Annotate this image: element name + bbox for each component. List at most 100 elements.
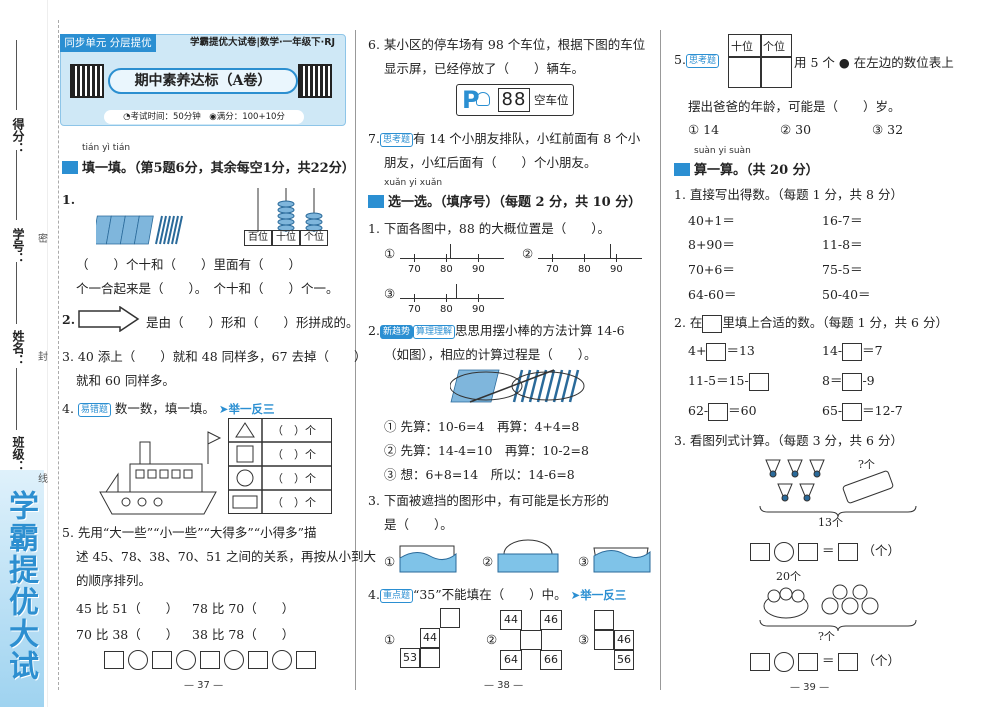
grid3-cell-46: 46 [614,630,634,650]
p2-q4-practice-link[interactable]: ➤举一反三 [570,588,627,602]
think-tag: 思考题 [685,54,719,68]
answer-circle[interactable] [773,651,794,672]
place-value-divider [760,34,762,88]
numberline-option-3: ③ [384,286,396,301]
tick-label: 70 [408,304,421,315]
position-marker [456,284,457,298]
section-icon [368,195,384,208]
section1-title: 填一填。（第5题6分，其余每空1分，共22分） [82,161,355,176]
number-line-1: 70 80 90 [400,244,504,275]
equals-sign: ＝ [821,543,835,558]
grid2-cell-44: 44 [500,610,522,630]
pic2-total-label: 20个 [776,570,801,583]
shape-count-grid [228,418,332,514]
parking-digits: 88 [498,88,530,112]
p2-s2-q2-number: 2. [368,323,380,338]
grid1-cell-blank [440,608,460,628]
p2-s2-q2-line2: （如图），相应的计算过程是（ ）。 [384,347,597,362]
grid3-cell-blank [594,610,614,630]
tick-label: 70 [546,264,559,275]
page-number-38: — 38 — [484,680,524,691]
fill-eq-2: 14-＝7 [822,340,883,361]
score-line [16,40,17,110]
answer-box[interactable] [838,652,859,671]
tens-place-label: 十位 [731,40,753,53]
answer-box[interactable] [838,542,859,561]
page-number-39: — 39 — [790,682,830,693]
p2-s2-q2-line1: 2.新趋势算理理解思思用摆小棒的方法计算 14-6 [368,320,625,339]
abacus-ones-label: 个位 [300,230,328,246]
name-line [16,262,17,324]
class-line [16,368,17,430]
p1-q1-line1: （ ）个十和（ ）里面有（ ） [76,257,302,272]
calc-7: 64-60＝ [688,287,737,302]
p3-q5-opt3: ③ 32 [872,122,904,137]
answer-circle[interactable] [271,650,292,670]
trend-tag: 新趋势 [379,325,413,339]
p2-q7-number: 7. [368,131,380,146]
p2-s2-q1: 1. 下面各图中，88 的大概位置是（ ）。 [368,221,611,236]
tick-label: 80 [440,304,453,315]
qr-code-left [70,64,104,98]
parking-display [456,84,574,116]
fill-eq-3: 11-5＝15- [688,370,769,391]
pic1-question-label: ?个 [858,458,875,471]
p1-q4-number: 4. [62,401,74,416]
answer-circle[interactable] [127,650,148,670]
p2-s2-q4-heading: 4.重点题“35”不能填在（ ）中。 ➤举一反三 [368,584,626,603]
apples-image [763,584,879,619]
place-value-divider [728,56,792,58]
qr-code-right [298,64,332,98]
answer-box[interactable] [151,651,172,669]
fill-box-sample [702,314,723,333]
grid-option-3: ③ [578,632,590,647]
fill-eq-part: 14- [822,343,843,358]
answer-box[interactable] [797,542,818,561]
p2-s2-q4-text: “35”不能填在（ ）中。 [412,587,567,602]
p1-q5-line1: 5. 先用“大一些”“小一些”“大得多”“小得多”描 [62,525,317,540]
p2-s2-q3-line2: 是（ ）。 [384,517,453,532]
p1-q2-text: 是由（ ）形和（ ）形拼成的。 [146,315,359,330]
calc-2: 16-7＝ [822,213,863,228]
numberline-option-2: ② [522,246,534,261]
answer-circle[interactable] [773,541,794,562]
answer-circle[interactable] [175,650,196,670]
number-line-2: 70 80 90 [538,244,642,275]
fill-eq-part: 4+ [688,343,707,358]
p3-s3-q3: 3. 看图列式计算。（每题 3 分，共 6 分） [674,433,903,448]
fill-box[interactable] [706,342,727,361]
answer-box[interactable] [750,652,770,671]
fill-box[interactable] [842,342,863,361]
fill-eq-6: 65-＝12-7 [822,400,903,421]
answer-circle[interactable] [223,650,244,670]
answer-box[interactable] [295,651,316,669]
fill-box[interactable] [842,402,863,421]
answer-box[interactable] [199,651,220,669]
answer-box[interactable] [797,652,818,671]
p1-q4-practice-link[interactable]: ➤举一反三 [218,402,275,416]
section3-pinyin: suàn yi suàn [694,146,751,156]
position-marker [450,244,451,258]
fill-box[interactable] [748,372,769,391]
compare-1: 45 比 51（ ） [76,601,179,616]
p3-q5-opt1: ① 14 [688,122,720,137]
fill-box[interactable] [708,402,729,421]
paper-meta: 学霸提优大试卷|数学·一年级下·RJ [190,37,336,48]
car-icon [476,92,490,106]
answer-box[interactable] [104,651,124,669]
seal-char-3: 线 [38,474,48,485]
brace-1 [759,505,917,518]
answer-box[interactable] [750,542,770,561]
tick-label: 90 [610,264,623,275]
shape-boat-image [99,431,222,515]
p1-q5-line3: 的顺序排列。 [76,573,152,588]
numberline-option-1: ① [384,246,396,261]
fill-box[interactable] [842,372,863,391]
tick-label: 90 [472,264,485,275]
compare-2: 78 比 70（ ） [192,601,295,616]
section-icon [62,161,78,174]
p1-q3-line1: 3. 40 添上（ ）就和 48 同样多，67 去掉（ ） [62,349,367,364]
answer-box[interactable] [247,651,268,669]
fill-eq-5: 62-＝60 [688,400,757,421]
calc-1: 40+1＝ [688,213,735,228]
